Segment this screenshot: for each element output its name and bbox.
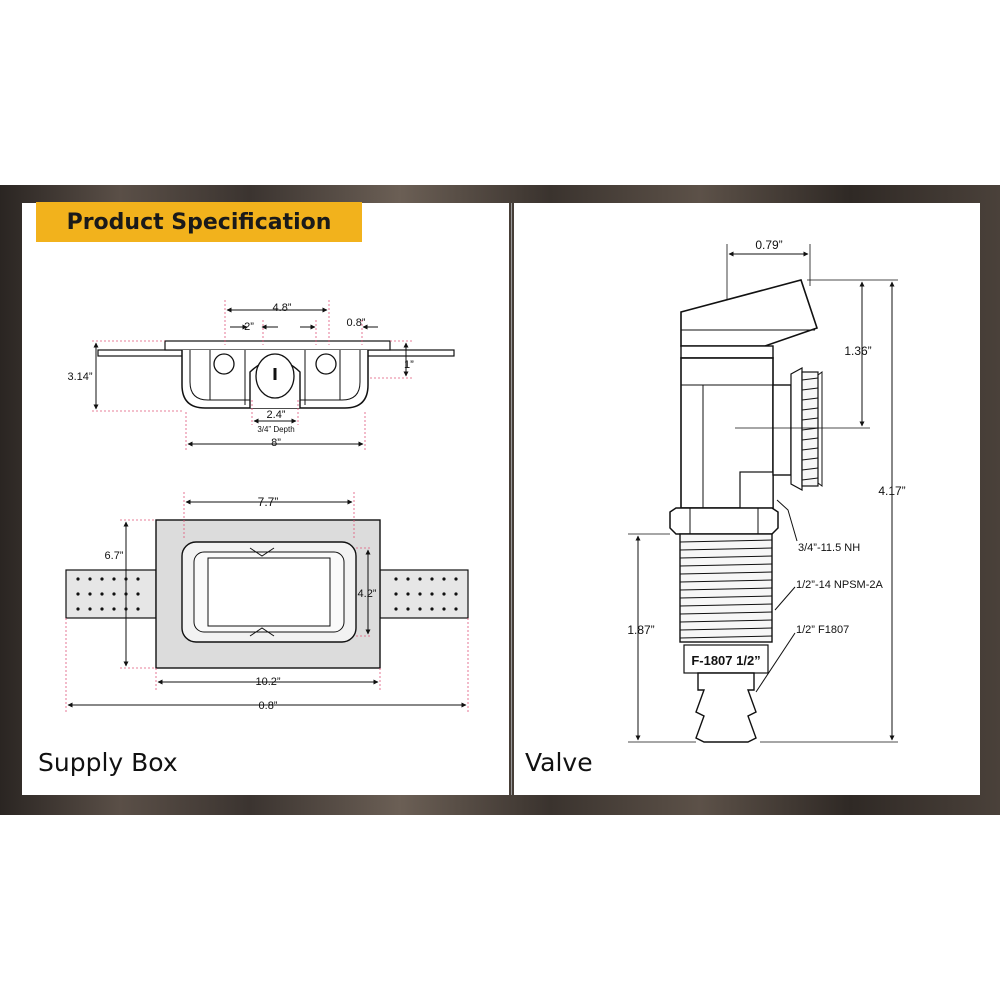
dim-height-label: 3.14” (67, 371, 92, 383)
callout-thread-label: 3/4”-11.5 NH (798, 542, 860, 554)
dim-inlet-length-label: 1.87” (627, 623, 654, 637)
valve-body-marking: F-1807 1/2” (691, 653, 760, 668)
supply-box-top-view: 4.8” 2” 0.8” 3.14” 1” 2.4” 3/4” Depth 8” (67, 300, 455, 452)
callout-npsm-label: 1/2”-14 NPSM-2A (796, 579, 883, 591)
valve-drawing: F-1807 1/2” 0.79” 1.36” 4.17” 1.87” 3/4”… (627, 238, 906, 743)
supply-box-caption: Supply Box (38, 748, 178, 777)
page-title: Product Specification (66, 209, 332, 235)
dim-outlet-label: 2.4” (267, 409, 286, 421)
supply-box-panel (22, 203, 509, 795)
callout-f1807-label: 1/2” F1807 (796, 624, 849, 636)
product-specification-badge: Product Specification (36, 202, 362, 242)
dim-hole-spacing-label: 2” (244, 321, 254, 333)
dim-overall-width-label: 0.8” (259, 700, 278, 712)
dim-opening-width-label: 7.7” (258, 495, 279, 509)
dim-opening-height-label: 4.2” (358, 588, 377, 600)
dim-overall-height-label: 4.17” (878, 484, 905, 498)
supply-box-front-view: 7.7” 6.7” 4.2” 10.2” 0.8” (65, 492, 469, 712)
dim-outlet-height-label: 1.36” (844, 344, 871, 358)
dim-plate-width-label: 10.2” (255, 676, 280, 688)
valve-caption: Valve (525, 748, 593, 777)
dim-hole-size-label: 0.8” (347, 317, 366, 329)
dim-inner-width-label: 4.8” (273, 302, 292, 314)
dim-flange-label: 1” (404, 359, 414, 371)
dim-front-height-label: 6.7” (105, 550, 124, 562)
dim-total-width-label: 8” (271, 437, 281, 449)
depth-note-label: 3/4” Depth (257, 425, 294, 434)
dim-handle-width-label: 0.79” (755, 238, 782, 252)
